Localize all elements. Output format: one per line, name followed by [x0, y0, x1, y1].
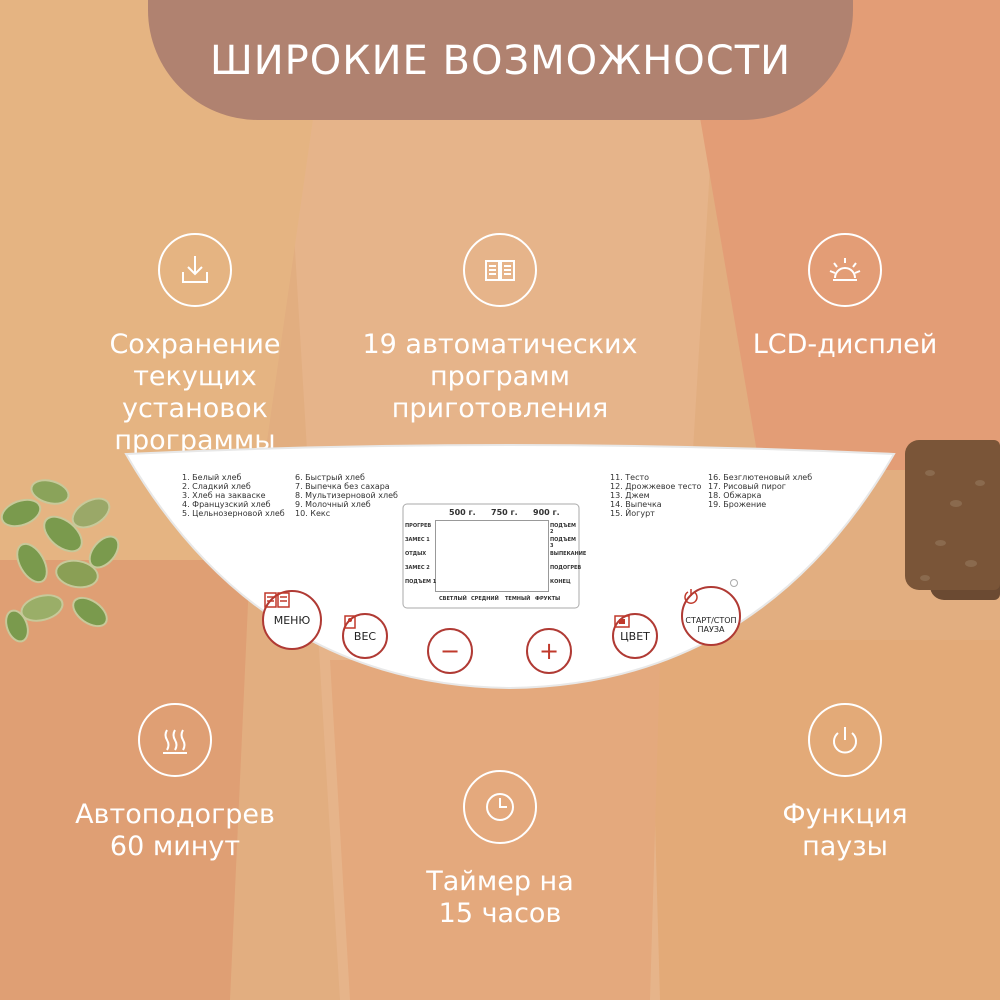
book-icon: [463, 233, 537, 307]
stage-label: ПОДЪЕМ 2: [550, 523, 576, 535]
weight-label: 750 г.: [491, 508, 518, 517]
minus-icon: −: [439, 637, 461, 665]
menu-button[interactable]: МЕНЮ: [262, 590, 322, 650]
weight-label: 900 г.: [533, 508, 560, 517]
minus-button[interactable]: −: [427, 628, 473, 674]
programs-list-1: 1. Белый хлеб 2. Сладкий хлеб 3. Хлеб на…: [182, 473, 285, 518]
stage-label: ПОДЪЕМ 3: [550, 537, 576, 549]
programs-list-4: 16. Безглютеновый хлеб 17. Рисовый пирог…: [708, 473, 813, 509]
plus-icon: +: [538, 637, 560, 665]
feature-lcd-text: LCD-дисплей: [752, 329, 938, 360]
stage-label: ОТДЫХ: [405, 551, 427, 557]
weight-button-label: ВЕС: [353, 629, 377, 643]
power-icon: [808, 703, 882, 777]
header-banner: [148, 0, 853, 120]
crust-label: ТЕМНЫЙ: [505, 596, 531, 602]
crust-label: СВЕТЛЫЙ: [439, 596, 467, 602]
stage-label: КОНЕЦ: [550, 579, 571, 585]
crust-label: ФРУКТЫ: [535, 596, 561, 602]
color-button[interactable]: ЦВЕТ: [612, 613, 658, 659]
stage-label: ПРОГРЕВ: [405, 523, 432, 529]
feature-warm-text: Автоподогрев 60 минут: [75, 799, 275, 862]
feature-pause-text: Функция паузы: [782, 799, 908, 862]
crust-label: СРЕДНИЙ: [471, 596, 499, 602]
lcd-display: 500 г. 750 г. 900 г. ПРОГРЕВ ЗАМЕС 1 ОТД…: [403, 504, 586, 608]
programs-list-2: 6. Быстрый хлеб 7. Выпечка без сахара 8.…: [295, 473, 398, 518]
feature-save: Сохранение текущих установок программы: [60, 233, 330, 457]
feature-lcd: LCD-дисплей: [720, 233, 970, 361]
feature-pause: Функция паузы: [720, 703, 970, 863]
feature-timer: Таймер на 15 часов: [375, 770, 625, 930]
programs-list-3: 11. Тесто 12. Дрожжевое тесто 13. Джем 1…: [610, 473, 702, 518]
stage-label: ЗАМЕС 2: [405, 565, 430, 571]
color-button-label: ЦВЕТ: [620, 629, 650, 643]
feature-warm: Автоподогрев 60 минут: [50, 703, 300, 863]
start-stop-button[interactable]: СТАРТ/СТОП ПАУЗА: [681, 586, 741, 646]
feature-programs: 19 автоматических программ приготовления: [350, 233, 650, 425]
start-stop-label: СТАРТ/СТОП ПАУЗА: [685, 616, 737, 634]
clock-icon: [463, 770, 537, 844]
steam-icon: [138, 703, 212, 777]
stage-label: ПОДОГРЕВ: [550, 565, 582, 571]
control-panel: 1. Белый хлеб 2. Сладкий хлеб 3. Хлеб на…: [120, 440, 900, 690]
sunrise-icon: [808, 233, 882, 307]
plus-button[interactable]: +: [526, 628, 572, 674]
stage-label: ЗАМЕС 1: [405, 537, 430, 543]
feature-save-text: Сохранение текущих установок программы: [109, 329, 281, 456]
feature-programs-text: 19 автоматических программ приготовления: [362, 329, 638, 424]
download-tray-icon: [158, 233, 232, 307]
weight-label: 500 г.: [449, 508, 476, 517]
stage-label: ПОДЪЕМ 1: [405, 579, 437, 585]
page-title: ШИРОКИЕ ВОЗМОЖНОСТИ: [209, 38, 792, 84]
menu-button-label: МЕНЮ: [273, 613, 311, 627]
status-led: [730, 579, 738, 587]
weight-button[interactable]: ВЕС: [342, 613, 388, 659]
feature-timer-text: Таймер на 15 часов: [426, 866, 574, 929]
lcd-screen: [435, 520, 549, 592]
stage-label: ВЫПЕКАНИЕ: [550, 551, 587, 557]
